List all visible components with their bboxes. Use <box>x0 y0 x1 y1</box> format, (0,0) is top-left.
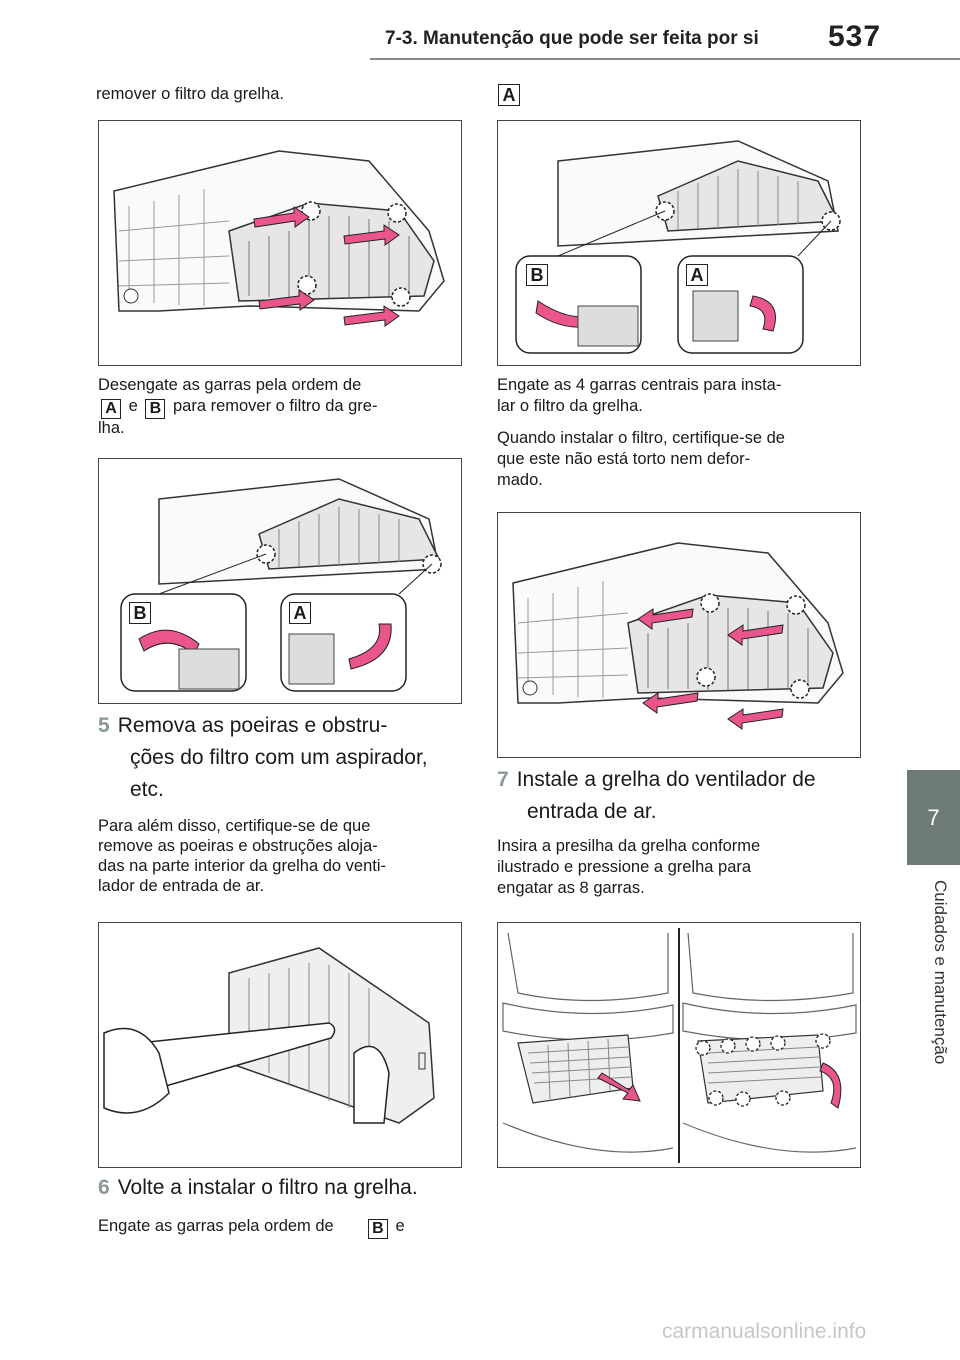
step-7-line1: Instale a grelha do ventilador de <box>516 768 816 791</box>
disengage-text-line1: Desengate as garras pela ordem de <box>98 376 362 394</box>
figure-tag-a-right: A <box>686 264 708 286</box>
step-5: 5 Remova as poeiras e obstru- ções do fil… <box>98 710 468 806</box>
engage-claws-line1: Engate as 4 garras centrais para insta- <box>497 376 782 394</box>
dust-note-line3: das na parte interior da grelha do venti… <box>98 857 387 875</box>
figure-claws-a-b-right: B A <box>497 120 861 366</box>
install-note-line2: que este não está torto nem defor- <box>497 450 751 468</box>
grille-note-line3: engatar as 8 garras. <box>497 879 645 897</box>
tag-b-bottom: B <box>367 1219 388 1239</box>
figure-grille-seat-install <box>497 922 861 1168</box>
step-7-line2: entrada de ar. <box>527 800 657 823</box>
engage-order-text: Engate as garras pela ordem de B e <box>98 1216 405 1239</box>
figure-tag-a: A <box>289 602 311 624</box>
disengage-text-cont: para remover o filtro da gre- <box>172 397 378 415</box>
figure-vacuum-cleaning <box>98 922 462 1168</box>
section-title: 7-3. Manutenção que pode ser feita por s… <box>385 28 759 49</box>
figure-tag-b: B <box>129 602 151 624</box>
dust-note-line2: remove as poeiras e obstruções aloja- <box>98 837 378 855</box>
install-note-line3: mado. <box>497 471 543 489</box>
engage-order-label: Engate as garras pela ordem de <box>98 1217 334 1235</box>
grille-note-line2: ilustrado e pressione a grelha para <box>497 858 752 876</box>
disengage-text-line3: lha. <box>98 419 125 437</box>
figure-tag-b-right: B <box>526 264 548 286</box>
step-5-line3: etc. <box>130 778 164 801</box>
dust-note-line1: Para além disso, certifique-se de que <box>98 817 371 835</box>
step-5-line2: ções do filtro com um aspirador, <box>130 746 428 769</box>
step-7-number: 7 <box>497 768 509 791</box>
engage-claws-line2: lar o filtro da grelha. <box>497 397 643 415</box>
conjunction: e <box>128 397 138 415</box>
chapter-title: Cuidados e manutenção <box>931 880 950 1065</box>
tag-a: A <box>101 399 121 419</box>
disengage-text-line2: A e B para remover o filtro da gre- <box>98 396 377 419</box>
top-tag-a: A <box>498 84 520 106</box>
step-6-text: Volte a instalar o filtro na grelha. <box>117 1176 418 1199</box>
figure-filter-install-arrows <box>497 512 861 758</box>
step-6-number: 6 <box>98 1176 110 1199</box>
watermark: carmanualsonline.info <box>662 1320 867 1343</box>
intro-text: remover o filtro da grelha. <box>96 85 285 103</box>
conjunction-bottom: e <box>395 1217 405 1235</box>
step-7: 7 Instale a grelha do ventilador de entra… <box>497 764 877 828</box>
figure-filter-removal-arrows <box>98 120 462 366</box>
grille-note-line1: Insira a presilha da grelha conforme <box>497 837 761 855</box>
dust-note-line4: lador de entrada de ar. <box>98 877 265 895</box>
step-5-number: 5 <box>98 714 110 737</box>
header-divider <box>370 58 960 60</box>
figure-claws-a-b-left: B A <box>98 458 462 704</box>
page-number: 537 <box>828 20 882 53</box>
chapter-tab: 7 <box>907 770 960 865</box>
step-6: 6 Volte a instalar o filtro na grelha. <box>98 1172 478 1204</box>
tag-b: B <box>145 399 166 419</box>
step-5-line1: Remova as poeiras e obstru- <box>117 714 388 737</box>
install-note-line1: Quando instalar o filtro, certifique-se … <box>497 429 785 447</box>
